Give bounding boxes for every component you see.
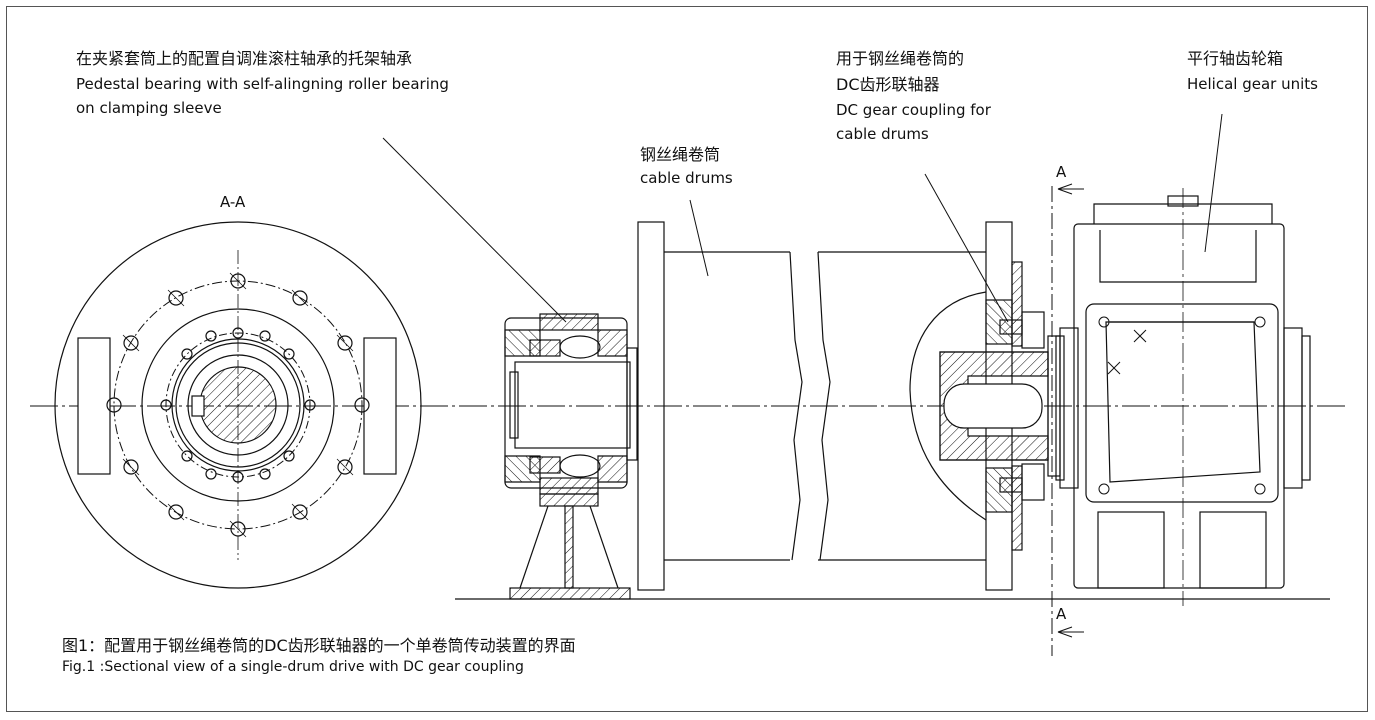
section-cut-line <box>1051 183 1084 656</box>
pedestal-bearing <box>504 313 638 600</box>
pedestal-label-en-2: on clamping sleeve <box>76 99 222 117</box>
cable-drum <box>637 221 1013 591</box>
coupling-label-zh-2: DC齿形联轴器 <box>836 75 940 94</box>
drum-label-en: cable drums <box>640 169 733 187</box>
caption-zh: 图1：配置用于钢丝绳卷筒的DC齿形联轴器的一个单卷筒传动装置的界面 <box>62 636 576 655</box>
inner-bolt-holes <box>160 327 316 483</box>
figure-caption: 图1：配置用于钢丝绳卷筒的DC齿形联轴器的一个单卷筒传动装置的界面 Fig.1 … <box>62 635 576 677</box>
dc-gear-coupling <box>909 261 1061 551</box>
caption-en: Fig.1 :Sectional view of a single-drum d… <box>62 659 524 675</box>
pedestal-label-zh: 在夹紧套筒上的配置自调准滚柱轴承的托架轴承 <box>76 49 413 68</box>
coupling-label-zh-1: 用于钢丝绳卷筒的 <box>836 49 965 68</box>
gearbox-label-zh: 平行轴齿轮箱 <box>1187 49 1284 68</box>
figure-frame <box>6 6 1368 712</box>
drum-label-zh: 钢丝绳卷筒 <box>640 145 721 164</box>
outer-bolt-holes <box>106 273 370 537</box>
leader-lines <box>382 113 1223 323</box>
coupling-label-en-2: cable drums <box>836 125 929 143</box>
helical-gear-unit <box>1055 188 1311 606</box>
gearbox-label-en: Helical gear units <box>1187 75 1318 93</box>
section-mark-top: A <box>1056 163 1067 181</box>
coupling-label-en-1: DC gear coupling for <box>836 101 991 119</box>
section-view-aa <box>54 221 422 589</box>
section-mark-bottom: A <box>1056 605 1067 623</box>
section-view-label: A-A <box>220 193 246 211</box>
pedestal-label-en-1: Pedestal bearing with self-alingning rol… <box>76 75 449 93</box>
